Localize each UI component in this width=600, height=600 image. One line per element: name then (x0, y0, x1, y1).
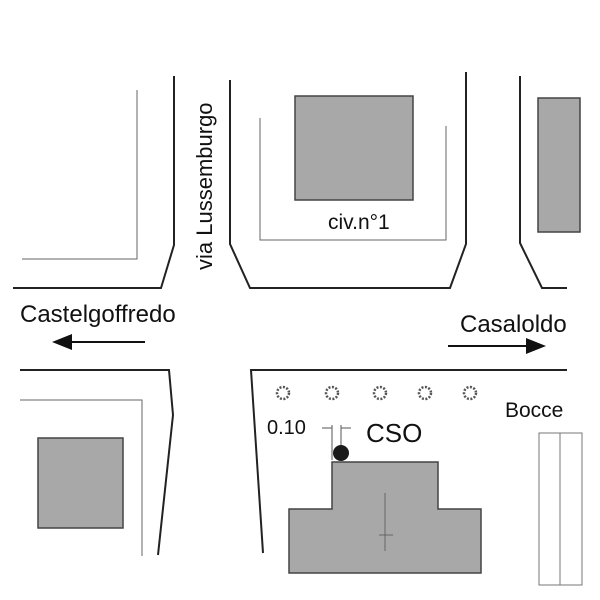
tree-icon (275, 385, 291, 401)
tree-icon (372, 385, 388, 401)
curb-bottom-right (249, 369, 567, 554)
building-civ-1 (294, 95, 414, 201)
building-bottom-left (37, 437, 124, 529)
cso-label: CSO (366, 418, 422, 448)
direction-label-casaloldo: Casaloldo (460, 311, 567, 338)
curb-top-center (229, 72, 467, 289)
arrow-left-head (52, 334, 72, 350)
house-number-label: civ.n°1 (328, 211, 390, 234)
arrow-right-head (526, 338, 546, 354)
cso-marker (333, 445, 349, 461)
tree-icon (417, 385, 433, 401)
curb-bottom-left (20, 369, 175, 556)
building-top-right (537, 97, 581, 233)
curb-top-right (519, 76, 567, 289)
tree-row (275, 385, 478, 401)
lot-line-top-center (259, 118, 447, 241)
tree-icon (462, 385, 478, 401)
lot-line-top-left (22, 90, 138, 260)
lot-line-bottom-left (20, 399, 143, 556)
street-label-via-lussemburgo: via Lussemburgo (192, 102, 217, 270)
curb-top-left (13, 76, 175, 289)
bocce-label: Bocce (505, 399, 563, 422)
direction-label-castelgoffredo: Castelgoffredo (20, 301, 176, 328)
distance-label: 0.10 (267, 417, 306, 439)
tree-icon (324, 385, 340, 401)
